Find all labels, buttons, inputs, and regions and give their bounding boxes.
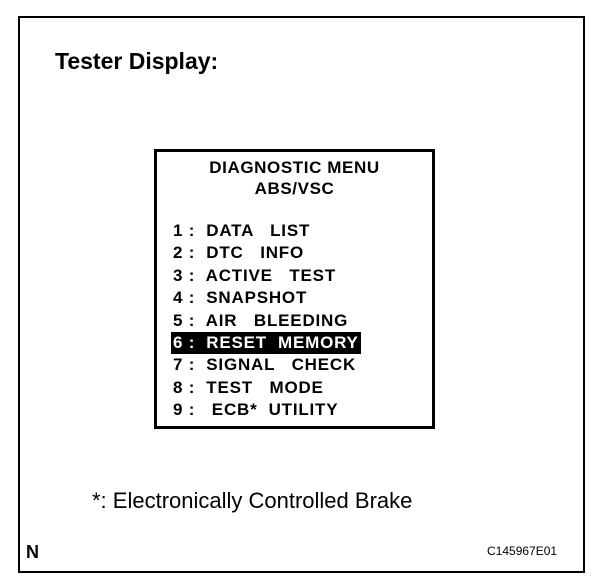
screen-subtitle: ABS/VSC [254,179,335,198]
menu-item-signal-check[interactable]: 7 : SIGNAL CHECK [173,355,357,375]
menu-item-dtc-info[interactable]: 2 : DTC INFO [173,243,304,263]
screen-title: DIAGNOSTIC MENU [209,158,380,177]
figure-code: C145967E01 [487,544,558,558]
menu-item-air-bleeding[interactable]: 5 : AIR BLEEDING [173,310,349,330]
footnote: *: Electronically Controlled Brake [92,488,413,513]
diagnostic-menu: 1 : DATA LIST 2 : DTC INFO 3 : ACTIVE TE… [171,220,361,422]
menu-item-snapshot[interactable]: 4 : SNAPSHOT [173,288,308,308]
menu-item-test-mode[interactable]: 8 : TEST MODE [173,377,324,397]
menu-item-ecb-utility[interactable]: 9 : ECB* UTILITY [173,400,339,420]
menu-item-data-list[interactable]: 1 : DATA LIST [173,221,311,240]
figure-frame [18,16,585,573]
tester-display-heading: Tester Display: [55,48,219,74]
corner-letter: N [26,542,39,562]
menu-item-active-test[interactable]: 3 : ACTIVE TEST [173,265,337,285]
menu-item-reset-memory[interactable]: 6 : RESET MEMORY [171,331,361,355]
tester-screen: DIAGNOSTIC MENU ABS/VSC 1 : DATA LIST 2 … [154,149,435,429]
